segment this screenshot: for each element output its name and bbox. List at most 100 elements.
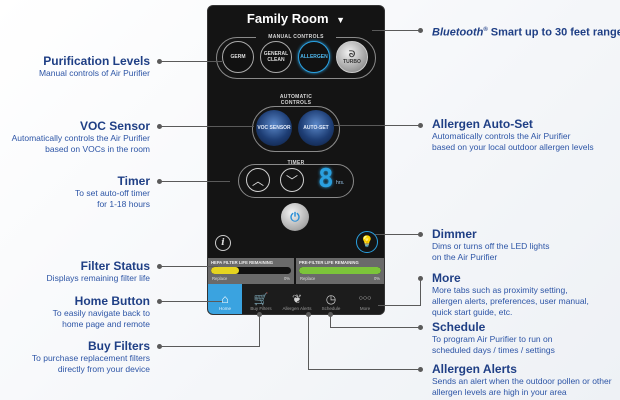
callout-desc: More tabs such as proximity setting,	[432, 285, 568, 295]
connector-dot	[418, 232, 423, 237]
hepa-filter-fill	[211, 267, 239, 274]
connector-line	[160, 181, 230, 182]
callout-desc: allergen levels are high in your area	[432, 387, 567, 397]
connector-line	[308, 369, 420, 370]
callout-allergen-alerts: Allergen Alerts Sends an alert when the …	[432, 363, 612, 398]
callout-desc: for 1-18 hours	[97, 199, 150, 209]
info-icon: i	[221, 238, 225, 248]
chevron-up-icon: ︿	[251, 173, 264, 188]
connector-dot	[418, 28, 423, 33]
callout-desc: To purchase replacement filters	[31, 353, 150, 363]
hepa-replace-label: Replace	[212, 276, 228, 281]
auto-set-button[interactable]: AUTO-SET	[298, 110, 334, 146]
timer-down-button[interactable]: ﹀	[280, 168, 304, 192]
connector-dot	[157, 299, 162, 304]
callout-title: More	[432, 271, 461, 285]
bluetooth-brand: Bluetooth	[432, 26, 484, 39]
leaf-icon: ❦	[291, 292, 303, 306]
connector-line	[330, 314, 331, 328]
connector-line	[334, 125, 420, 126]
connector-line	[378, 305, 421, 306]
room-selector[interactable]: Family Room ▼	[208, 11, 384, 26]
tab-allergen-alerts[interactable]: ❦ Allergen Alerts	[280, 284, 314, 314]
tab-allergen-alerts-label: Allergen Alerts	[282, 306, 312, 311]
timer-up-button[interactable]: ︿	[246, 168, 270, 192]
timer-group	[238, 164, 354, 198]
turbo-button[interactable]: ᘐ TURBO	[336, 41, 368, 73]
callout-desc: based on VOCs in the room	[45, 144, 150, 154]
callout-desc: allergen alerts, preferences, user manua…	[432, 296, 589, 306]
room-title: Family Room	[246, 11, 329, 26]
connector-line	[375, 234, 420, 235]
callout-buy-filters: Buy Filters To purchase replacement filt…	[32, 340, 150, 375]
turbo-swirl-icon: ᘐ	[348, 48, 356, 59]
bluetooth-range-text: Smart up to 30 feet range	[487, 26, 620, 39]
pre-filter-fill	[299, 267, 381, 274]
hepa-filter-bar	[211, 267, 291, 274]
callout-bluetooth: Bluetooth® Smart up to 30 feet range†	[432, 24, 620, 40]
info-button[interactable]: i	[215, 235, 231, 251]
more-dots-icon: ○○○	[358, 295, 372, 302]
connector-line	[160, 126, 254, 127]
connector-dot	[157, 59, 162, 64]
callout-title: Allergen Alerts	[432, 362, 517, 376]
callout-title: Schedule	[432, 320, 486, 334]
callout-desc: Manual controls of Air Purifier	[38, 68, 150, 78]
callout-title: VOC Sensor	[79, 119, 150, 133]
callout-title: Buy Filters	[87, 339, 150, 353]
tab-home[interactable]: ⌂ Home	[208, 284, 242, 314]
pre-filter-bar	[299, 267, 381, 274]
allergen-button[interactable]: ALLERGEN	[298, 41, 330, 73]
automatic-controls-group	[252, 106, 340, 152]
turbo-label: TURBO	[343, 58, 361, 65]
connector-dot	[157, 264, 162, 269]
tab-more-label: More	[359, 306, 371, 311]
general-clean-button[interactable]: GENERAL CLEAN	[260, 41, 292, 73]
germ-button[interactable]: GERM	[222, 41, 254, 73]
callout-desc: on the Air Purifier	[432, 252, 498, 262]
power-button[interactable]: ⏻	[281, 203, 309, 231]
callout-desc: Sends an alert when the outdoor pollen o…	[432, 376, 612, 386]
connector-dot	[328, 312, 333, 317]
tab-schedule-label: Schedule	[321, 306, 341, 311]
connector-dot	[418, 325, 423, 330]
callout-dimmer: Dimmer Dims or turns off the LED lights …	[432, 228, 549, 263]
callout-title: Home Button	[74, 294, 150, 308]
tab-schedule[interactable]: ◷ Schedule	[314, 284, 348, 314]
connector-line	[372, 30, 420, 31]
caret-down-icon: ▼	[336, 15, 346, 25]
dimmer-button[interactable]: 💡	[356, 231, 378, 253]
callout-home-button: Home Button To easily navigate back to h…	[53, 295, 150, 330]
pre-filter-title: PRE-FILTER LIFE REMAINING	[299, 260, 359, 265]
callout-desc: based on your local outdoor allergen lev…	[432, 142, 594, 152]
power-icon: ⏻	[290, 210, 300, 224]
connector-dot	[418, 123, 423, 128]
callout-desc: To easily navigate back to	[52, 308, 150, 318]
callout-filter-status: Filter Status Displays remaining filter …	[47, 260, 150, 284]
pre-replace-label: Replace	[300, 276, 316, 281]
callout-desc: To program Air Purifier to run on	[432, 334, 553, 344]
callout-title: Timer	[117, 174, 150, 188]
connector-dot	[306, 312, 311, 317]
callout-schedule: Schedule To program Air Purifier to run …	[432, 321, 555, 356]
tab-buy-filters[interactable]: 🛒 Buy Filters	[244, 284, 278, 314]
callout-desc: Dims or turns off the LED lights	[432, 241, 550, 251]
connector-line	[160, 346, 260, 347]
timer-label: TIMER	[287, 160, 305, 166]
timer-unit: hrs.	[336, 180, 345, 186]
tab-more[interactable]: ○○○ More	[348, 284, 382, 314]
connector-line	[420, 278, 421, 306]
connector-dot	[157, 179, 162, 184]
callout-desc: directly from your device	[57, 364, 150, 374]
connector-line	[160, 266, 218, 267]
app-screen: Family Room ▼ MANUAL CONTROLS GERM GENER…	[207, 5, 385, 315]
lightbulb-icon: 💡	[360, 236, 374, 248]
callout-desc: Automatically controls the Air Purifier	[11, 133, 150, 143]
callout-voc-sensor: VOC Sensor Automatically controls the Ai…	[12, 120, 150, 155]
chevron-down-icon: ﹀	[285, 173, 298, 188]
callout-title: Purification Levels	[43, 54, 150, 68]
connector-dot	[418, 367, 423, 372]
automatic-controls-label: AUTOMATIC CONTROLS	[279, 94, 313, 106]
voc-sensor-button[interactable]: VOC SENSOR	[256, 110, 292, 146]
